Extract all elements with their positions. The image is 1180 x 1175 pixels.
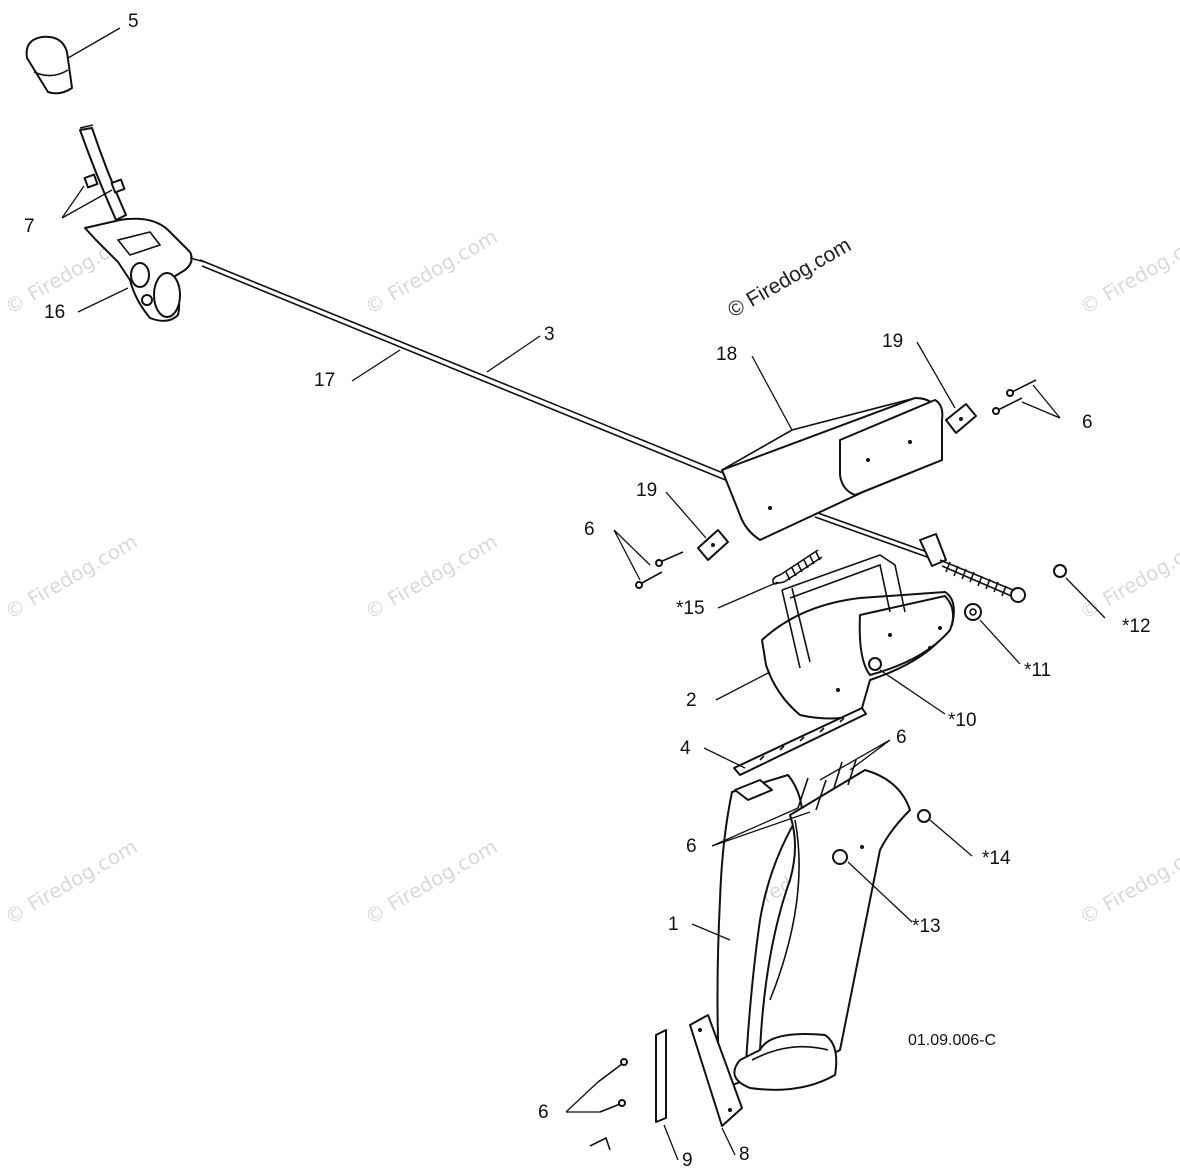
nut — [917, 809, 931, 823]
washer — [964, 603, 982, 621]
callout-6e: 6 — [538, 1102, 549, 1123]
watermark: © Firedog.com — [1076, 224, 1180, 319]
strip — [655, 1029, 667, 1123]
copyright-text: © Firedog.com — [724, 233, 855, 322]
watermark: © Firedog.com — [361, 224, 502, 319]
callout-14: *14 — [982, 848, 1011, 869]
washer-hole — [969, 608, 977, 616]
callout-10: *10 — [948, 710, 977, 731]
deflector-bottom — [761, 554, 955, 720]
callout-6b: 6 — [584, 519, 595, 540]
callout-19a: 19 — [882, 331, 903, 352]
callout-9: 9 — [682, 1150, 693, 1171]
watermark: © Firedog.com — [1076, 529, 1180, 624]
plate — [697, 529, 729, 561]
side-plate — [689, 1014, 743, 1127]
watermark: © Firedog.com — [1076, 834, 1180, 929]
callout-7: 7 — [24, 216, 35, 237]
cable — [199, 259, 931, 559]
callout-13: *13 — [912, 916, 941, 937]
watermark: © Firedog.com — [361, 529, 502, 624]
small-bracket — [589, 1136, 611, 1151]
watermark: © Firedog.com — [1, 834, 142, 929]
rivets — [797, 759, 857, 811]
plate — [945, 403, 977, 434]
rivets — [597, 1058, 628, 1113]
watermark: © Firedog.com — [1, 529, 142, 624]
callouts: 5 7 16 17 3 18 19 6 19 6 *15 *12 *11 2 *… — [24, 11, 1151, 1171]
callout-6c: 6 — [896, 727, 907, 748]
nut — [1053, 564, 1067, 578]
callout-8: 8 — [739, 1144, 750, 1165]
callout-18: 18 — [716, 344, 737, 365]
drawing-code: 01.09.006-C — [908, 1032, 996, 1049]
leader-lines — [61, 27, 1106, 1161]
chute — [716, 769, 911, 1091]
rivets — [992, 379, 1037, 415]
callout-4: 4 — [680, 738, 691, 759]
watermark: © Firedog.com — [361, 834, 502, 929]
callout-16: 16 — [44, 302, 65, 323]
screws — [83, 173, 126, 194]
watermarks: © Firedog.com © Firedog.com © Firedog.co… — [1, 224, 1180, 929]
callout-3: 3 — [544, 324, 555, 345]
adjuster-bolt — [919, 533, 1026, 603]
knob — [25, 35, 73, 95]
callout-15: *15 — [676, 598, 705, 619]
callout-6d: 6 — [686, 836, 697, 857]
callout-2: 2 — [686, 690, 697, 711]
rivets — [635, 551, 684, 589]
bracket-assembly — [84, 217, 206, 322]
hinge-strip — [733, 707, 867, 776]
callout-11: *11 — [1024, 660, 1051, 681]
callout-17: 17 — [314, 370, 335, 391]
shift-rod — [79, 124, 127, 221]
callout-1: 1 — [668, 914, 679, 935]
callout-6a: 6 — [1082, 412, 1093, 433]
callout-12: *12 — [1122, 616, 1151, 637]
deflector-top — [721, 397, 944, 541]
callout-5: 5 — [128, 11, 139, 32]
callout-19b: 19 — [636, 480, 657, 501]
